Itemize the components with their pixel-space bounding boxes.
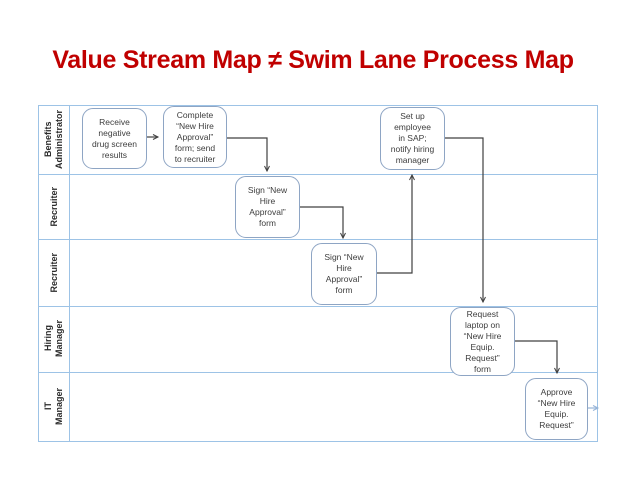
process-box-sign-approval-recruiter-1: Sign “New Hire Approval” form xyxy=(235,176,300,238)
lane-label-text: Recruiter xyxy=(48,186,59,227)
lane-separator-1 xyxy=(39,173,597,175)
process-box-complete-new-hire-approval: Complete “New Hire Approval” form; send … xyxy=(163,106,227,168)
lane-separator-2 xyxy=(39,238,597,240)
lane-label-recruiter-2: Recruiter xyxy=(39,239,69,306)
lane-label-recruiter-1: Recruiter xyxy=(39,174,69,239)
lane-label-benefits-administrator: Benefits Administrator xyxy=(39,106,69,174)
lane-label-divider xyxy=(69,106,70,441)
process-box-approve-equip-request: Approve “New Hire Equip. Request” xyxy=(525,378,588,440)
process-box-request-laptop: Request laptop on “New Hire Equip. Reque… xyxy=(450,307,515,376)
lane-label-it-manager: IT Manager xyxy=(39,372,69,441)
process-box-receive-drug-screen-results: Receive negative drug screen results xyxy=(82,108,147,169)
process-box-sign-approval-recruiter-2: Sign “New Hire Approval” form xyxy=(311,243,377,305)
lane-label-text: Hiring Manager xyxy=(43,320,64,358)
lane-label-text: Benefits Administrator xyxy=(43,110,64,170)
page-title: Value Stream Map ≠ Swim Lane Process Map xyxy=(52,46,574,74)
process-box-set-up-employee-sap: Set up employee in SAP; notify hiring ma… xyxy=(380,107,445,170)
lane-label-hiring-manager: Hiring Manager xyxy=(39,306,69,372)
lane-separator-3 xyxy=(39,305,597,307)
swimlane-frame: Benefits Administrator Recruiter Recruit… xyxy=(38,105,598,442)
lane-separator-4 xyxy=(39,371,597,373)
lane-label-text: IT Manager xyxy=(43,387,64,425)
lane-label-text: Recruiter xyxy=(48,252,59,293)
